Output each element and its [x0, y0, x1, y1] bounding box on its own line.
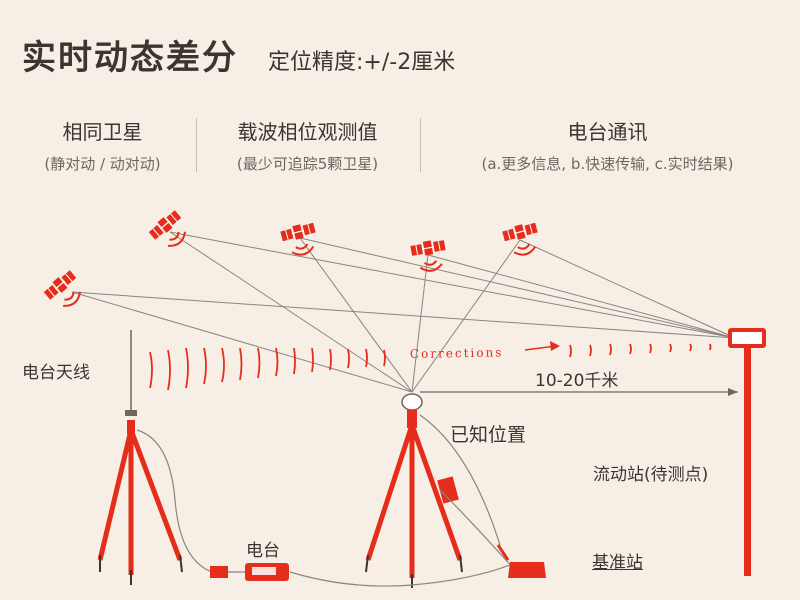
column-divider [196, 118, 197, 172]
radio-waves [149, 343, 712, 391]
rover-receiver-icon [728, 328, 766, 576]
column-heading: 相同卫星 [62, 120, 143, 144]
accuracy-subtitle: 定位精度:+/-2厘米 [268, 50, 456, 75]
distance-indicator [420, 388, 738, 396]
radio-label: 电台 [246, 541, 280, 561]
column-heading: 载波相位观测值 [237, 120, 378, 144]
battery-icon [496, 544, 546, 578]
column-same-satellites: 相同卫星 (静对动 / 动对动) [15, 116, 190, 174]
column-note: (最少可追踪5颗卫星) [236, 155, 379, 173]
column-carrier-phase: 载波相位观测值 (最少可追踪5颗卫星) [205, 116, 410, 174]
known-position-label: 已知位置 [450, 424, 527, 446]
satellite-icon [278, 219, 322, 260]
tripod-icon [365, 393, 463, 588]
satellite-icon [146, 207, 194, 255]
column-note: (a.更多信息, b.快速传输, c.实时结果) [481, 155, 734, 173]
signal-lines [71, 231, 736, 393]
radio-antenna-label: 电台天线 [22, 363, 90, 383]
column-heading: 电台通讯 [567, 120, 648, 144]
satellite-icon [41, 267, 89, 315]
tripod-icon [97, 330, 183, 585]
column-note: (静对动 / 动对动) [44, 155, 161, 173]
distance-label: 10-20千米 [535, 371, 619, 391]
corrections-arrow [524, 341, 560, 351]
battery-icon [437, 476, 459, 504]
rover-label: 流动站(待测点) [593, 465, 709, 485]
base-station-label: 基准站 [592, 553, 643, 573]
column-divider [420, 118, 421, 172]
corrections-label: Corrections [410, 345, 504, 361]
cables [136, 414, 516, 587]
satellite-icon [500, 219, 544, 260]
column-radio-comm: 电台通讯 (a.更多信息, b.快速传输, c.实时结果) [430, 116, 785, 174]
radio-device-icon [210, 563, 289, 581]
page-title: 实时动态差分 [22, 38, 238, 78]
